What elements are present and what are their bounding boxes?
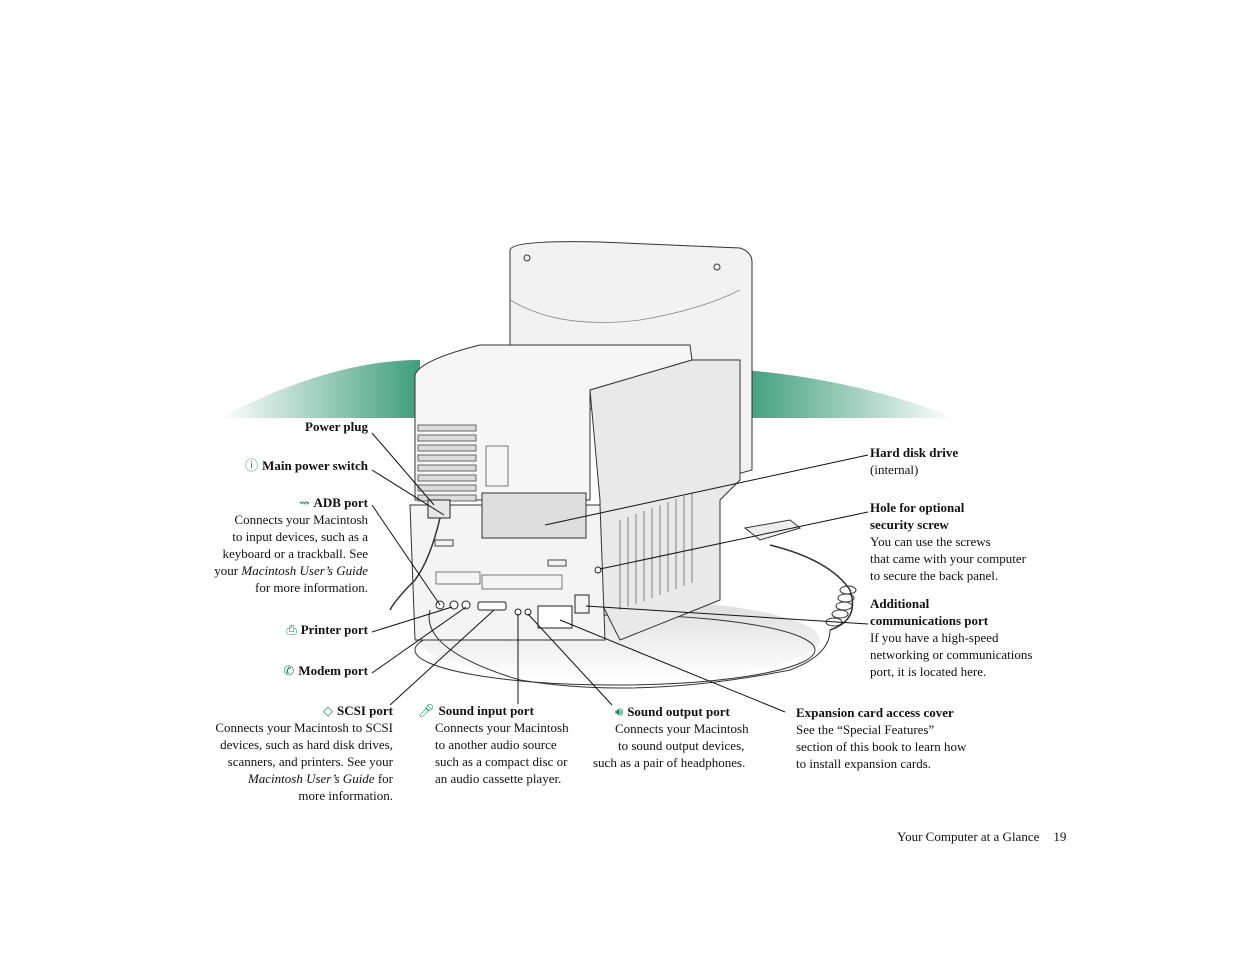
adb-line-4a: your	[214, 563, 242, 578]
security-line-1: You can use the screws	[870, 534, 991, 549]
comm-title-1: Additional	[870, 596, 930, 611]
leader-expansion	[559, 619, 786, 713]
sound-in-line-3: such as a compact disc or	[435, 754, 568, 769]
green-band-left	[220, 360, 420, 418]
leader-adb	[371, 504, 441, 606]
sound-output-title: Sound output port	[627, 704, 730, 719]
adb-line-1: Connects your Macintosh	[234, 512, 368, 527]
expansion-line-2: section of this book to learn how	[796, 739, 967, 754]
leader-printer	[371, 606, 453, 633]
scsi-line-5: more information.	[298, 788, 393, 803]
security-screw-callout: Hole for optional security screw You can…	[870, 499, 1050, 584]
printer-port-callout: ⎙Printer port	[200, 621, 368, 638]
sound-out-line-2: to sound output devices,	[618, 738, 745, 753]
leader-sound-out	[527, 613, 613, 706]
modem-port-socket	[461, 600, 471, 610]
hard-disk-callout: Hard disk drive (internal)	[870, 444, 1050, 478]
scsi-icon: ◇	[323, 703, 333, 718]
phone-icon: ✆	[283, 663, 295, 678]
expansion-cover-callout: Expansion card access cover See the “Spe…	[796, 704, 996, 772]
modem-port-title: Modem port	[298, 663, 368, 678]
scsi-line-1: Connects your Macintosh to SCSI	[215, 720, 393, 735]
sound-in-line-2: to another audio source	[435, 737, 557, 752]
green-band-right	[745, 370, 955, 418]
comm-line-2: networking or communications	[870, 647, 1033, 662]
page-number: 19	[1053, 829, 1067, 844]
printer-icon: ⎙	[286, 622, 297, 637]
security-line-2: that came with your computer	[870, 551, 1026, 566]
comm-title-2: communications port	[870, 613, 989, 628]
adb-port-title: ADB port	[313, 495, 368, 510]
leader-comm	[585, 605, 869, 625]
expansion-line-1: See the “Special Features”	[796, 722, 935, 737]
sound-input-title: Sound input port	[438, 703, 534, 718]
comm-port-callout: Additional communications port If you ha…	[870, 595, 1055, 680]
main-power-switch-title: Main power switch	[262, 458, 368, 473]
security-title-2: security screw	[870, 517, 949, 532]
grille	[417, 424, 477, 502]
cabinet-side	[589, 359, 741, 641]
power-plug	[427, 499, 451, 519]
sound-out-socket	[524, 608, 532, 616]
page-footer: Your Computer at a Glance 19	[897, 829, 1066, 845]
adb-line-5: for more information.	[255, 580, 368, 595]
sound-in-line-4: an audio cassette player.	[435, 771, 562, 786]
comm-line-1: If you have a high-speed	[870, 630, 999, 645]
scsi-port-socket	[477, 601, 507, 611]
cabinet-top	[414, 344, 693, 501]
leader-modem	[371, 606, 467, 674]
adb-port-callout: ⇝ADB port Connects your Macintosh to inp…	[200, 494, 368, 596]
adb-line-2: to input devices, such as a	[232, 529, 368, 544]
adb-line-3: keyboard or a trackball. See	[222, 546, 368, 561]
scsi-line-3: scanners, and printers. See your	[227, 754, 393, 769]
scsi-line-4-italic: Macintosh User’s Guide	[247, 771, 375, 786]
sound-output-callout: 🔊︎Sound output port Connects your Macint…	[593, 703, 768, 771]
speaker-icon: 🔊︎	[615, 704, 624, 719]
printer-port-socket	[449, 600, 459, 610]
comm-line-3: port, it is located here.	[870, 664, 987, 679]
modem-port-callout: ✆Modem port	[200, 662, 368, 679]
scsi-line-2: devices, such as hard disk drives,	[220, 737, 393, 752]
sound-out-line-1: Connects your Macintosh	[615, 721, 749, 736]
leader-power-plug	[371, 432, 435, 506]
leader-security	[599, 511, 869, 570]
security-title-1: Hole for optional	[870, 500, 965, 515]
power-switch-icon: ⓘ	[245, 458, 259, 473]
footer-section-title: Your Computer at a Glance	[897, 829, 1040, 844]
adb-line-4-italic: Macintosh User’s Guide	[241, 563, 368, 578]
leader-power-switch	[371, 469, 445, 516]
hard-disk-drive	[481, 492, 587, 539]
expansion-cover	[537, 605, 573, 629]
microphone-icon: 🎤︎	[418, 703, 435, 718]
scsi-port-callout: ◇ SCSI port Connects your Macintosh to SC…	[195, 702, 393, 804]
hard-disk-title: Hard disk drive	[870, 445, 959, 460]
expansion-line-3: to install expansion cards.	[796, 756, 932, 771]
leader-scsi	[389, 609, 495, 706]
scsi-line-4b: for	[374, 771, 393, 786]
security-line-3: to secure the back panel.	[870, 568, 999, 583]
power-plug-callout: Power plug	[250, 418, 368, 435]
scsi-port-title: SCSI port	[337, 703, 393, 718]
hard-disk-line-1: (internal)	[870, 462, 919, 477]
sound-out-line-3: such as a pair of headphones.	[593, 755, 746, 770]
sound-in-line-1: Connects your Macintosh	[435, 720, 569, 735]
leader-hard-disk	[544, 454, 869, 526]
adb-icon: ⇝	[298, 495, 310, 510]
printer-port-title: Printer port	[300, 622, 368, 637]
sound-input-callout: 🎤︎Sound input port Connects your Macinto…	[418, 702, 588, 787]
power-plug-title: Power plug	[305, 419, 368, 434]
expansion-title: Expansion card access cover	[796, 705, 954, 720]
